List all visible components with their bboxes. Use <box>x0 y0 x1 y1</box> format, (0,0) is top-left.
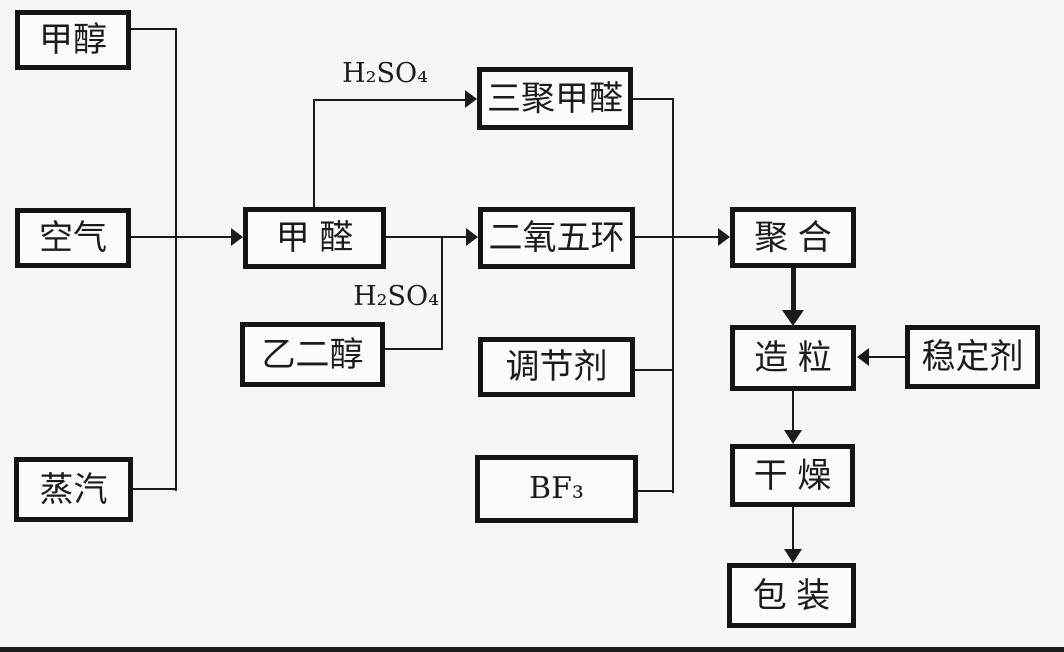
node-stabilizer-label: 稳定剂 <box>921 338 1024 376</box>
edge-regulator-out <box>635 369 674 371</box>
node-drying-label: 干 燥 <box>753 456 832 495</box>
node-dioxolane: 二氧五环 <box>478 207 635 269</box>
edge-left-collector-line <box>175 28 177 491</box>
bottom-border-bar <box>0 647 1064 652</box>
node-formaldehyde-label: 甲 醛 <box>275 219 354 257</box>
node-methanol-label: 甲醇 <box>39 21 107 59</box>
node-trioxane-label: 三聚甲醛 <box>487 79 623 118</box>
node-stabilizer: 稳定剂 <box>905 325 1040 389</box>
node-trioxane: 三聚甲醛 <box>477 67 633 130</box>
edge-label-h2so4-trioxane: H₂SO₄ <box>342 58 428 89</box>
node-methanol: 甲醇 <box>15 10 131 70</box>
node-dioxolane-label: 二氧五环 <box>488 219 625 257</box>
edge-formaldehyde-to-dioxolane <box>386 236 468 238</box>
node-air: 空气 <box>15 208 131 268</box>
arrowhead-into-trioxane <box>465 90 477 108</box>
edge-steam-to-junction <box>131 488 177 490</box>
node-steam: 蒸汽 <box>14 457 133 522</box>
node-ethylene-glycol-label: 乙二醇 <box>261 335 364 374</box>
node-packaging: 包 装 <box>727 563 856 628</box>
node-regulator-label: 调节剂 <box>505 348 608 386</box>
arrowhead-into-polymerization <box>718 228 730 246</box>
node-drying: 干 燥 <box>730 444 855 507</box>
edge-bf3-out <box>638 490 674 492</box>
edge-dioxolane-to-polymerization <box>635 236 720 238</box>
edge-label-h2so4-dioxolane: H₂SO₄ <box>353 281 439 312</box>
node-polymerization-label: 聚 合 <box>754 218 832 257</box>
edge-trioxane-out <box>633 98 674 100</box>
node-steam-label: 蒸汽 <box>39 470 108 509</box>
arrowhead-into-granulation-left <box>857 348 869 366</box>
node-granulation: 造 粒 <box>730 325 856 391</box>
node-air-label: 空气 <box>39 219 107 257</box>
arrowhead-into-granulation <box>782 310 804 326</box>
node-formaldehyde: 甲 醛 <box>243 207 386 269</box>
edge-polymerization-to-granulation <box>791 268 796 313</box>
edge-air-to-formaldehyde <box>131 236 233 238</box>
edge-stabilizer-to-granulation <box>869 356 906 358</box>
edge-glycol-out <box>385 348 443 350</box>
arrowhead-into-drying <box>784 430 802 444</box>
node-bf3-label: BF₃ <box>529 471 584 506</box>
edge-granulation-to-drying <box>792 391 794 432</box>
node-packaging-label: 包 装 <box>752 576 831 615</box>
node-granulation-label: 造 粒 <box>754 339 832 377</box>
node-regulator: 调节剂 <box>478 337 635 397</box>
node-polymerization: 聚 合 <box>730 207 856 268</box>
node-bf3: BF₃ <box>475 455 638 523</box>
edge-drying-to-packaging <box>792 507 794 551</box>
edge-right-collector-line <box>672 98 674 493</box>
edge-methanol-to-junction <box>129 28 177 30</box>
edge-formaldehyde-up-line <box>313 99 315 208</box>
edge-formaldehyde-to-trioxane <box>313 99 467 101</box>
arrowhead-into-packaging <box>784 549 802 563</box>
node-ethylene-glycol: 乙二醇 <box>240 322 385 387</box>
arrowhead-into-dioxolane <box>466 228 478 246</box>
edge-glycol-up-line <box>441 236 443 350</box>
arrowhead-into-formaldehyde <box>231 228 243 246</box>
